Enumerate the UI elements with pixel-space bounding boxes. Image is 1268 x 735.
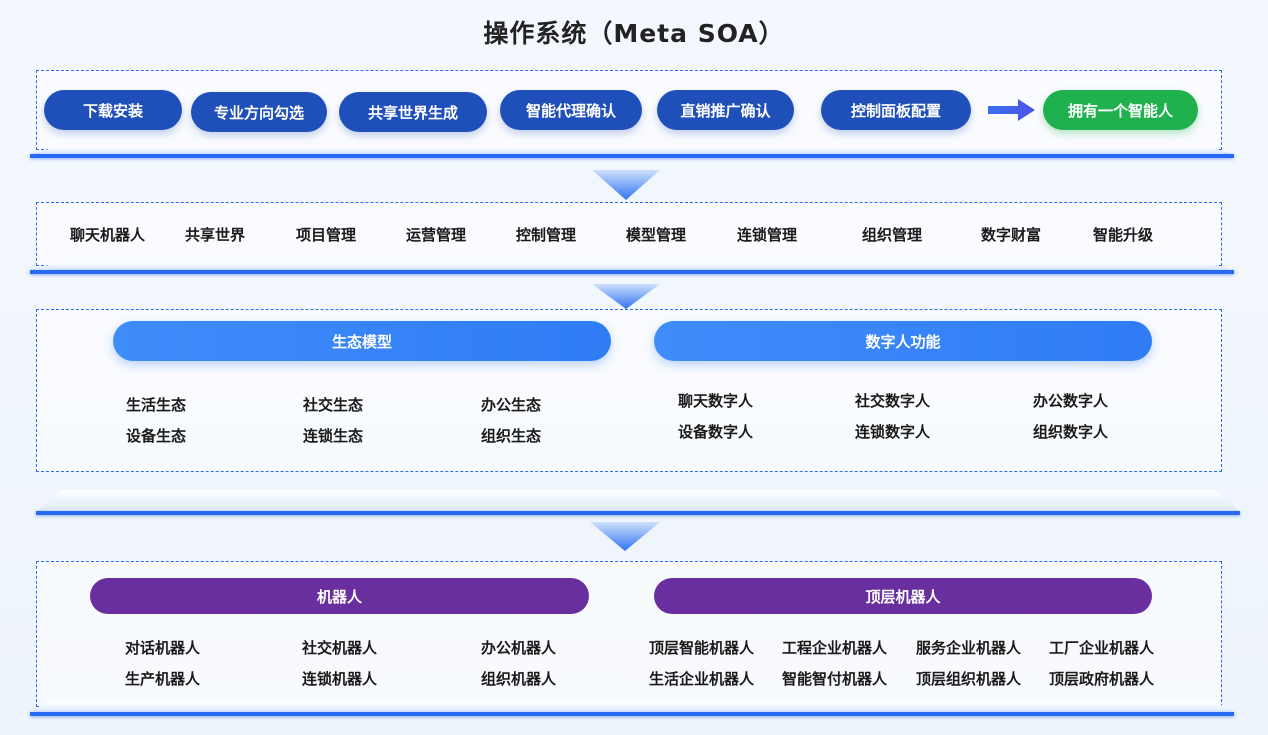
platform-1 — [30, 146, 1234, 158]
top-robot-organization: 顶层组织机器人 — [916, 670, 1022, 688]
eco-office: 办公生态 — [481, 396, 542, 414]
top-robots-header: 顶层机器人 — [654, 578, 1152, 614]
robot-dialog: 对话机器人 — [125, 639, 201, 657]
result-smart-person[interactable]: 拥有一个智能人 — [1043, 90, 1198, 130]
top-robot-government: 顶层政府机器人 — [1049, 670, 1155, 688]
robot-social: 社交机器人 — [302, 639, 378, 657]
module-project: 项目管理 — [296, 226, 357, 244]
top-robot-service: 服务企业机器人 — [916, 639, 1022, 657]
module-operation: 运营管理 — [406, 226, 467, 244]
page-title: 操作系统（Meta SOA） — [483, 19, 785, 48]
top-robot-smart: 顶层智能机器人 — [649, 639, 755, 657]
step-select-direction[interactable]: 专业方向勾选 — [191, 92, 327, 132]
module-organization: 组织管理 — [862, 226, 923, 244]
digital-human-header: 数字人功能 — [654, 321, 1152, 361]
dh-office: 办公数字人 — [1033, 392, 1109, 410]
top-robot-life: 生活企业机器人 — [649, 670, 755, 688]
eco-life: 生活生态 — [126, 396, 187, 414]
module-model: 模型管理 — [626, 226, 687, 244]
robot-production: 生产机器人 — [125, 670, 201, 688]
ecology-header: 生态模型 — [113, 321, 611, 361]
dh-device: 设备数字人 — [678, 423, 754, 441]
eco-chain: 连锁生态 — [303, 427, 364, 445]
module-chatbot: 聊天机器人 — [70, 226, 146, 244]
step-promotion-confirm[interactable]: 直销推广确认 — [657, 90, 794, 130]
step-agent-confirm[interactable]: 智能代理确认 — [500, 90, 642, 130]
robot-organization: 组织机器人 — [481, 670, 557, 688]
module-chain: 连锁管理 — [737, 226, 798, 244]
down-arrow-icon — [592, 170, 660, 200]
top-robot-engineering: 工程企业机器人 — [782, 639, 888, 657]
platform-2 — [30, 262, 1234, 274]
step-control-panel[interactable]: 控制面板配置 — [821, 90, 971, 130]
platform-3 — [36, 490, 1240, 516]
top-robot-payment: 智能智付机器人 — [782, 670, 888, 688]
eco-social: 社交生态 — [303, 396, 364, 414]
step-shared-world[interactable]: 共享世界生成 — [339, 92, 487, 132]
module-digital-wealth: 数字财富 — [981, 226, 1042, 244]
module-shared-world: 共享世界 — [185, 226, 246, 244]
platform-4 — [30, 702, 1234, 716]
top-robot-factory: 工厂企业机器人 — [1049, 639, 1155, 657]
right-arrow-icon — [988, 99, 1035, 121]
module-upgrade: 智能升级 — [1093, 226, 1154, 244]
dh-social: 社交数字人 — [855, 392, 931, 410]
robot-office: 办公机器人 — [481, 639, 557, 657]
robots-header: 机器人 — [90, 578, 589, 614]
down-arrow-icon — [592, 284, 660, 309]
module-control: 控制管理 — [516, 226, 577, 244]
down-arrow-icon — [590, 522, 660, 551]
eco-device: 设备生态 — [126, 427, 187, 445]
dh-chain: 连锁数字人 — [855, 423, 931, 441]
dh-chat: 聊天数字人 — [678, 392, 754, 410]
step-download-install[interactable]: 下载安装 — [44, 90, 182, 130]
eco-organization: 组织生态 — [481, 427, 542, 445]
dh-organization: 组织数字人 — [1033, 423, 1109, 441]
robot-chain: 连锁机器人 — [302, 670, 378, 688]
modules-panel — [36, 202, 1222, 266]
